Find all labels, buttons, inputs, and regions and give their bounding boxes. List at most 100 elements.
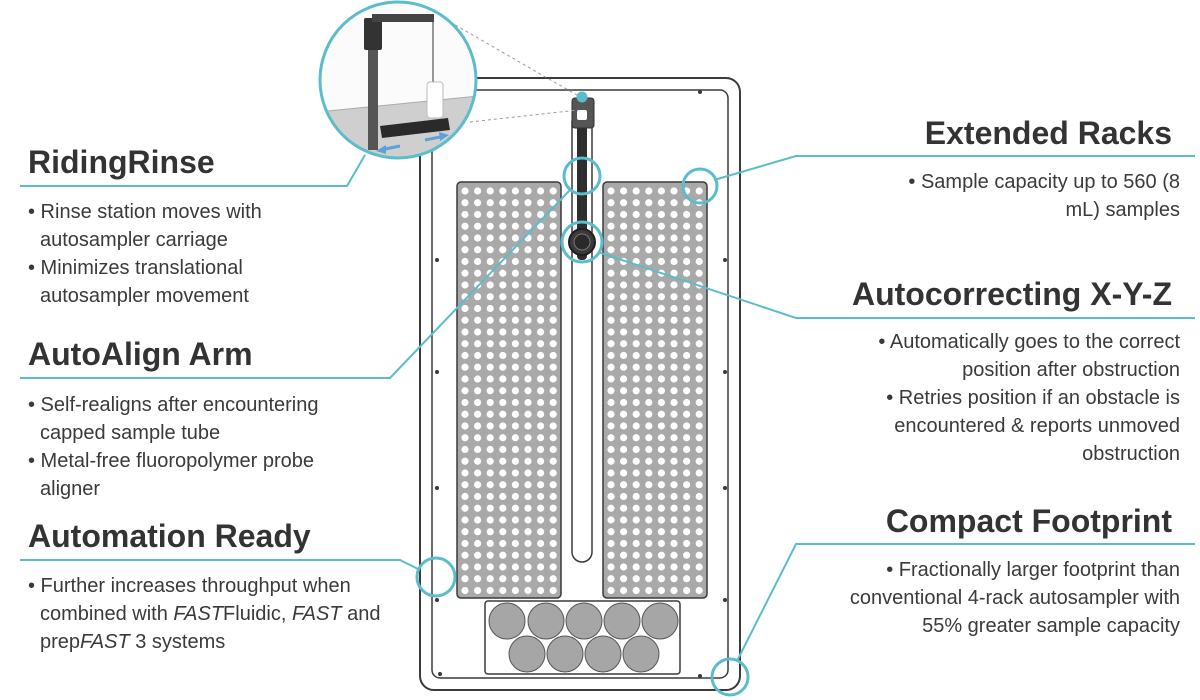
rack-well [620, 246, 628, 254]
rack-well [607, 469, 615, 477]
rack-well [620, 516, 628, 524]
rack-well [683, 481, 691, 489]
rack-well [537, 410, 545, 418]
rack-well [670, 469, 678, 477]
rack-well [549, 422, 557, 430]
rack-left [456, 181, 562, 599]
rack-well [537, 504, 545, 512]
rack-well [645, 539, 653, 548]
rack-well [607, 457, 615, 465]
rack-well [607, 363, 615, 371]
rack-well [645, 293, 653, 301]
rack-well [657, 187, 666, 195]
rack-well [549, 363, 557, 371]
rack-well [620, 551, 628, 559]
rack-well [537, 563, 545, 571]
rack-well [474, 586, 482, 595]
rack-well [607, 481, 615, 489]
callout-circle-automation [415, 556, 457, 598]
rack-well [511, 304, 519, 313]
rack-well [695, 481, 703, 489]
rack-well [524, 375, 532, 383]
rack-well [632, 528, 640, 536]
rack-well [683, 293, 691, 301]
rack-well [549, 234, 557, 242]
rack-well [486, 445, 494, 454]
rack-well [683, 281, 691, 289]
rack-well [486, 293, 494, 301]
rack-well [657, 199, 666, 207]
rack-well [499, 551, 507, 559]
rack-well [524, 434, 532, 442]
rack-well [537, 469, 545, 477]
rack-well [474, 551, 482, 559]
rack-well [486, 257, 494, 266]
rack-well [499, 563, 507, 571]
riding-rinse-bullets: • Rinse station moves with autosampler c… [28, 198, 328, 310]
rack-well [632, 422, 640, 430]
rack-well [657, 457, 666, 465]
rack-well [670, 492, 678, 501]
rack-well [657, 304, 666, 313]
rack-well [524, 492, 532, 501]
rack-well [632, 563, 640, 571]
rack-well [670, 328, 678, 336]
automation-bullets: • Further increases throughput when comb… [28, 572, 413, 656]
rack-well [683, 351, 691, 360]
rack-well [683, 316, 691, 324]
autocorrecting-title: Autocorrecting X-Y-Z [851, 276, 1172, 312]
rack-well [632, 492, 640, 501]
rack-well [474, 398, 482, 407]
fast-italic: FAST [173, 603, 224, 625]
rack-well [461, 492, 469, 501]
rack-well [486, 434, 494, 442]
rack-well [537, 539, 545, 548]
rack-well [670, 257, 678, 266]
rack-well [461, 340, 469, 348]
rack-well [607, 210, 615, 219]
rack-well [670, 246, 678, 254]
rack-well [537, 575, 545, 583]
rack-well [549, 398, 557, 407]
rack-well [670, 551, 678, 559]
rack-well [549, 434, 557, 442]
rack-well [657, 551, 666, 559]
rack-well [645, 457, 653, 465]
rack-well [632, 210, 640, 219]
rack-well [537, 210, 545, 219]
rack-well [607, 375, 615, 383]
rack-well [670, 387, 678, 395]
rack-well [695, 363, 703, 371]
rack-well [683, 457, 691, 465]
rack-well [695, 187, 703, 195]
rack-well [695, 563, 703, 571]
rack-well [607, 351, 615, 360]
rack-well [461, 316, 469, 324]
riding-rinse-bullet: • Minimizes translational autosampler mo… [28, 257, 249, 307]
riding-rinse-title: RidingRinse [28, 144, 215, 180]
rack-well [683, 504, 691, 512]
rack-well [683, 328, 691, 336]
rack-well [537, 387, 545, 395]
rack-well [670, 575, 678, 583]
rack-well [645, 387, 653, 395]
rack-well [537, 351, 545, 360]
rack-well [461, 269, 469, 277]
rack-well [620, 387, 628, 395]
rack-well [474, 222, 482, 230]
rack-well [499, 316, 507, 324]
rack-well [607, 398, 615, 407]
rack-well [695, 375, 703, 383]
rack-well [537, 328, 545, 336]
rack-well [695, 234, 703, 242]
rack-well [549, 504, 557, 512]
rack-well [524, 199, 532, 207]
rack-well [537, 363, 545, 371]
rack-well [632, 410, 640, 418]
rack-well [524, 222, 532, 230]
rack-well [537, 187, 545, 195]
rack-well [461, 481, 469, 489]
rack-well [695, 340, 703, 348]
rack-well [607, 575, 615, 583]
rack-well [632, 246, 640, 254]
